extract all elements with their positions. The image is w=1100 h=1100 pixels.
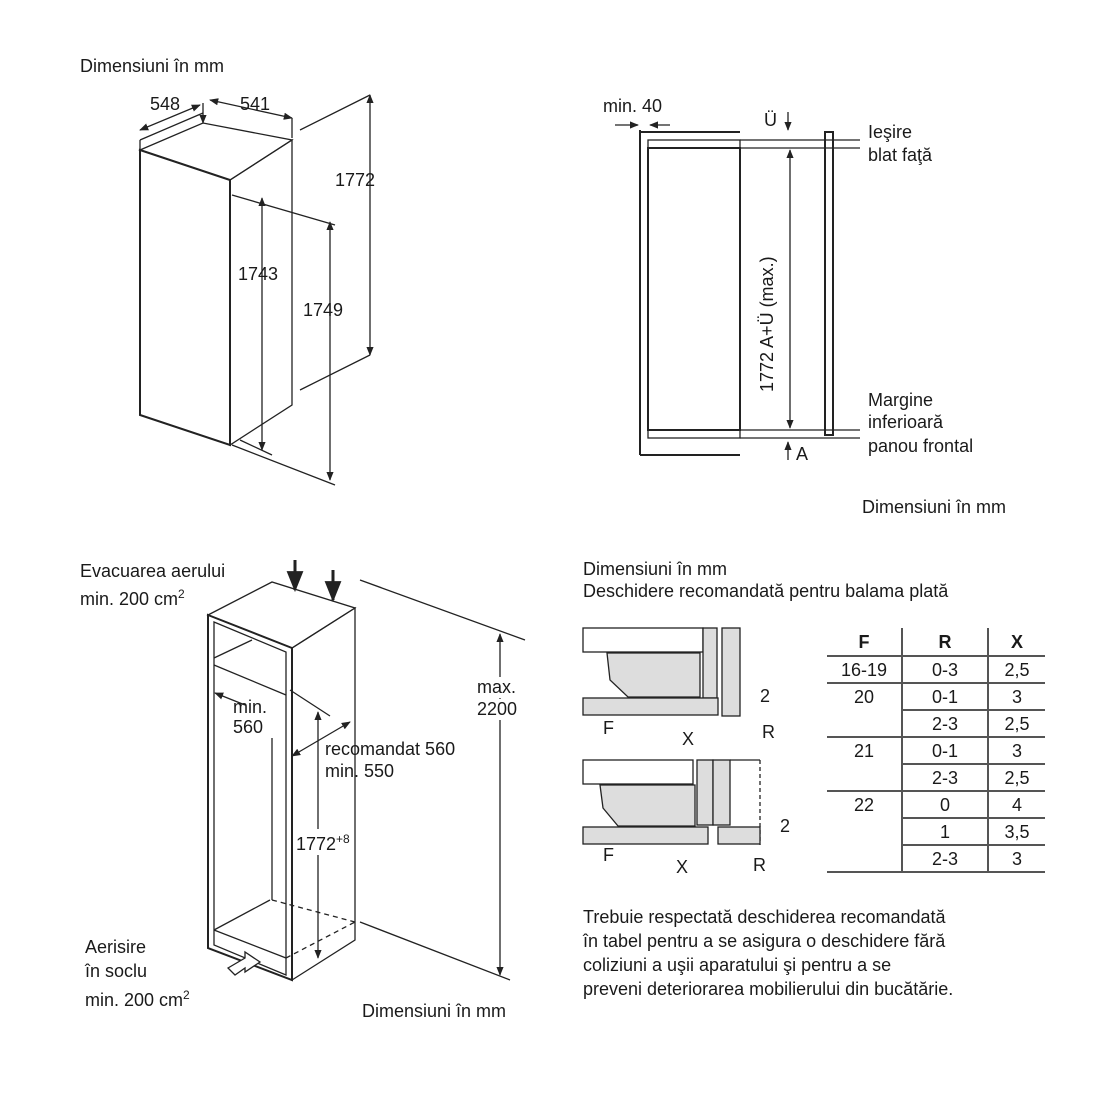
dim-height-body: 1749 bbox=[303, 300, 344, 320]
u-label: Ü bbox=[764, 110, 777, 130]
r-label-1: R bbox=[762, 722, 775, 742]
x-label-1: X bbox=[682, 729, 695, 749]
installation-side-view bbox=[615, 112, 860, 460]
a-label: A bbox=[796, 444, 809, 464]
header-r: R bbox=[902, 628, 989, 657]
vertical-dim-label: 1772 A+Ü (max.) bbox=[757, 256, 777, 392]
cell: 2,5 bbox=[988, 656, 1045, 684]
cell bbox=[827, 710, 903, 738]
bottom-label-2: inferioară bbox=[868, 412, 944, 432]
table-header-row: F R X bbox=[827, 628, 1045, 657]
note-line-2: în tabel pentru a se asigura o deschider… bbox=[583, 931, 946, 951]
dimensions-caption-3: Dimensiuni în mm bbox=[362, 1001, 507, 1021]
note-line-4: preveni deteriorarea mobilierului din bu… bbox=[583, 979, 954, 999]
min-width-2: 560 bbox=[233, 717, 264, 737]
cell: 3 bbox=[988, 683, 1045, 711]
exhaust-sup: 2 bbox=[178, 587, 185, 601]
cell: 3 bbox=[988, 845, 1045, 873]
hinge-diagrams bbox=[582, 627, 761, 845]
max-label-1: max. bbox=[477, 677, 517, 698]
cell: 0 bbox=[902, 791, 989, 819]
min-width-1: min. bbox=[233, 697, 268, 717]
dim-depth: 548 bbox=[150, 94, 181, 114]
cell: 0-1 bbox=[902, 683, 989, 711]
min-gap-label: min. 40 bbox=[603, 96, 663, 116]
header-x: X bbox=[988, 628, 1045, 657]
f-label-2: F bbox=[603, 845, 614, 865]
bottom-label-3: panou frontal bbox=[868, 436, 974, 456]
cell: 16-19 bbox=[827, 656, 903, 684]
exhaust-area: min. 200 cm bbox=[80, 589, 179, 609]
dim-width: 541 bbox=[240, 94, 271, 114]
top-label-1: Ieşire bbox=[868, 122, 913, 142]
niche-isometric bbox=[206, 560, 526, 982]
dim-height-total: 1772 bbox=[335, 170, 376, 190]
f-label-1: F bbox=[603, 718, 614, 738]
cell: 2-3 bbox=[902, 845, 989, 873]
cell: 0-1 bbox=[902, 737, 989, 765]
exhaust-label-1: Evacuarea aerului bbox=[80, 561, 226, 581]
r-label-2: R bbox=[753, 855, 766, 875]
fridge-isometric bbox=[138, 94, 374, 486]
vent-area: min. 200 cm bbox=[85, 990, 184, 1010]
vent-label-1: Aerisire bbox=[85, 937, 147, 957]
hinge-caption: Deschidere recomandată pentru balama pla… bbox=[583, 581, 949, 601]
max-label-2: 2200 bbox=[477, 699, 518, 720]
cell bbox=[827, 845, 903, 873]
gap-label-1: 2 bbox=[760, 686, 771, 706]
cell: 2-3 bbox=[902, 764, 989, 792]
cell: 20 bbox=[827, 683, 903, 710]
cell: 2,5 bbox=[988, 710, 1045, 738]
cell: 4 bbox=[988, 791, 1045, 819]
cell: 3,5 bbox=[988, 818, 1045, 846]
vent-label-2: în soclu bbox=[85, 961, 148, 981]
x-label-2: X bbox=[676, 857, 689, 877]
note-line-1: Trebuie respectată deschiderea recomanda… bbox=[583, 907, 946, 927]
cell bbox=[827, 818, 903, 845]
note-line-3: coliziuni a uşii aparatului şi pentru a … bbox=[583, 955, 892, 975]
cell: 1 bbox=[902, 818, 989, 846]
vent-sup: 2 bbox=[183, 988, 190, 1002]
cell: 0-3 bbox=[902, 656, 989, 684]
cell: 2,5 bbox=[988, 764, 1045, 792]
cell: 2-3 bbox=[902, 710, 989, 738]
dim-height-door: 1743 bbox=[238, 264, 279, 284]
cell bbox=[827, 764, 903, 792]
height-tolerance: +8 bbox=[336, 832, 350, 846]
depth-label-1: recomandat 560 bbox=[325, 739, 456, 759]
top-label-2: blat faţă bbox=[868, 145, 933, 165]
dimensions-caption-1: Dimensiuni în mm bbox=[80, 56, 225, 76]
cell: 22 bbox=[827, 791, 903, 818]
header-f: F bbox=[827, 628, 903, 657]
height-value: 1772 bbox=[296, 834, 337, 854]
exhaust-label-2: min. 200 cm2 bbox=[80, 584, 185, 610]
cell: 3 bbox=[988, 737, 1045, 765]
depth-label-2: min. 550 bbox=[325, 761, 395, 781]
dimensions-caption-4: Dimensiuni în mm bbox=[583, 559, 728, 579]
bottom-label-1: Margine bbox=[868, 390, 934, 410]
cell: 21 bbox=[827, 737, 903, 764]
height-label: 1772+8 bbox=[296, 829, 350, 855]
vent-label-3: min. 200 cm2 bbox=[85, 985, 190, 1011]
dimensions-caption-2: Dimensiuni în mm bbox=[862, 497, 1007, 517]
gap-label-2: 2 bbox=[780, 816, 791, 836]
